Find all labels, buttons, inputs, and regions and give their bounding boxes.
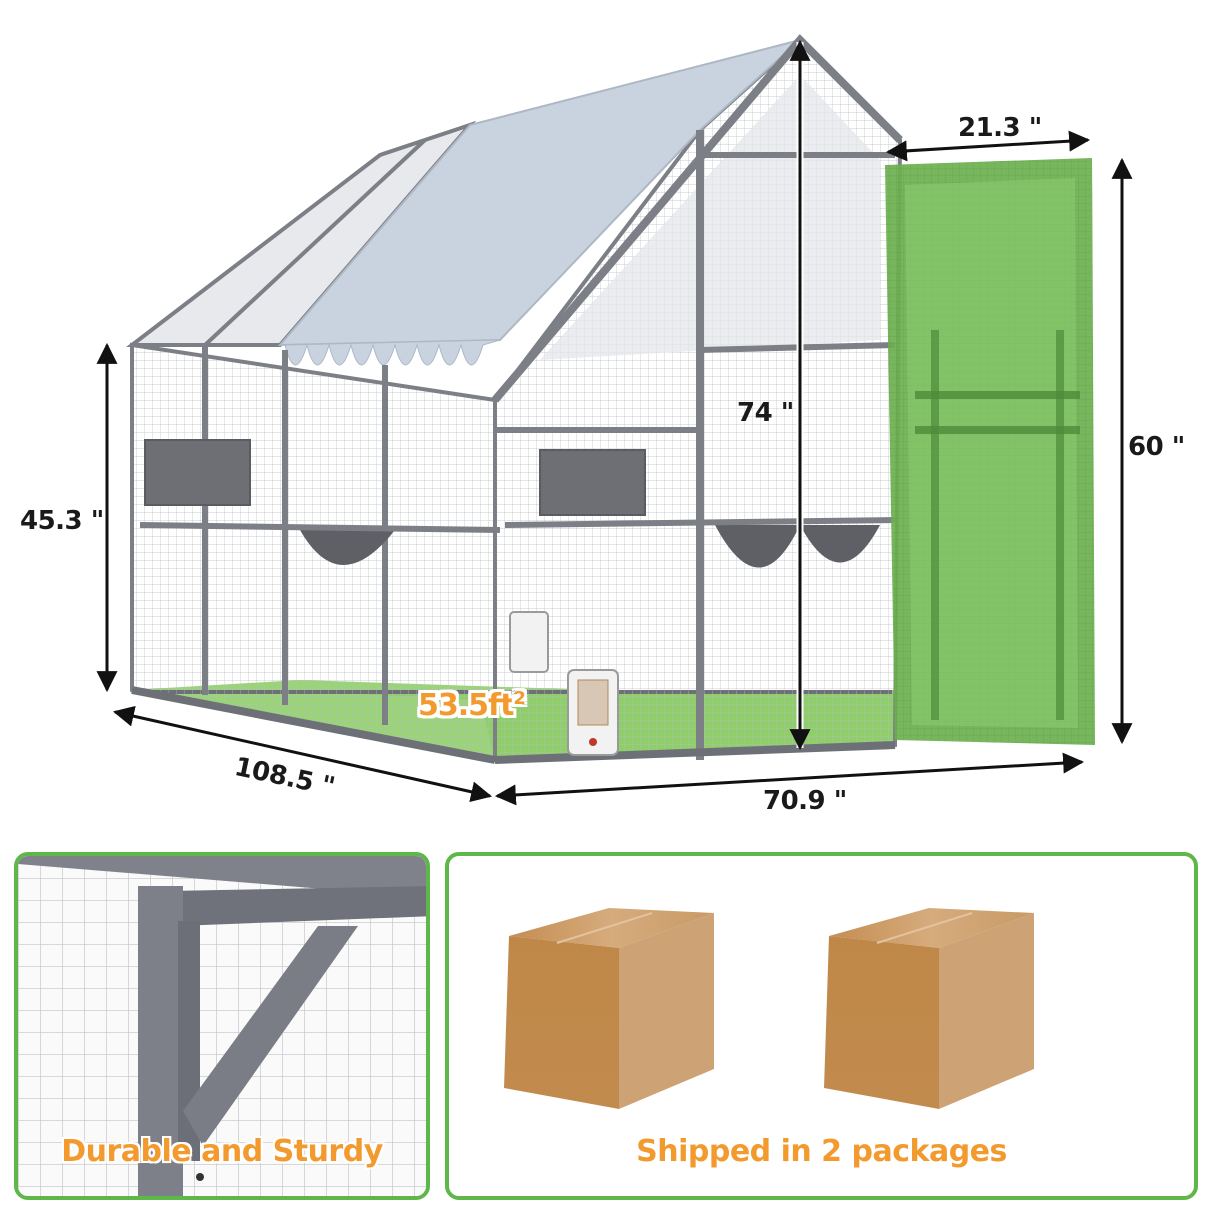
door-width-arrow xyxy=(885,130,1091,162)
package-box-1 xyxy=(504,908,714,1109)
cat-enclosure-illustration xyxy=(96,34,1133,806)
feature-panel-shipping: Shipped in 2 packages xyxy=(445,852,1198,1200)
length-arrow xyxy=(112,705,493,803)
two-boxes-image xyxy=(504,908,1034,1109)
wood-bracket-closeup-image xyxy=(18,856,426,1196)
floor-area-value: 53.5ft xyxy=(418,688,514,723)
peak-height-label: 74 " xyxy=(737,398,794,428)
cat-house-front xyxy=(539,449,646,516)
width-label: 70.9 " xyxy=(763,786,847,816)
panel-caption-shipping: Shipped in 2 packages xyxy=(636,1134,1007,1169)
feature-panel-durable: Durable and Sturdy xyxy=(14,852,430,1200)
width-arrow xyxy=(494,752,1085,806)
door-width-label: 21.3 " xyxy=(958,113,1042,143)
roof-valance xyxy=(284,339,501,366)
floor-area-label: 53.5ft2 xyxy=(418,688,526,723)
side-height-label: 45.3 " xyxy=(20,506,104,536)
floor-area-exponent: 2 xyxy=(513,688,525,709)
panel-caption-durable: Durable and Sturdy xyxy=(61,1134,383,1169)
hammock-front xyxy=(715,525,800,568)
package-box-2 xyxy=(824,908,1034,1109)
cat-house-left xyxy=(144,439,251,506)
hammock-left xyxy=(300,530,395,565)
door-height-label: 60 " xyxy=(1128,432,1185,462)
